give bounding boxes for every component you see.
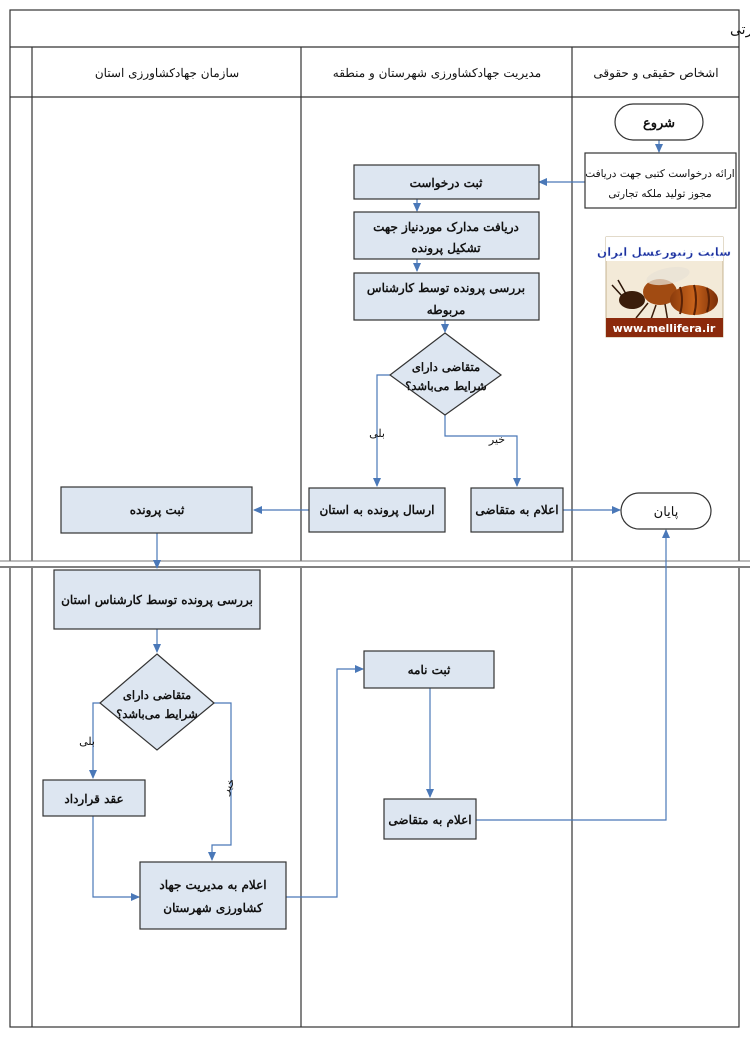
node-registration-label: ثبت نامه — [408, 663, 451, 677]
edge-decision2-no — [208, 702, 232, 861]
page-frame — [9, 9, 740, 1028]
edge-decision2-yes — [89, 702, 100, 779]
node-start-label: شروع — [643, 116, 675, 131]
node-review-province-label: بررسی پرونده توسط کارشناس استان — [61, 593, 253, 608]
node-review-expert: بررسی پرونده توسط کارشناس مربوطه — [353, 272, 540, 321]
node-registration: ثبت نامه — [363, 650, 495, 689]
edge-decision-no — [444, 414, 521, 487]
node-end: پایان — [620, 492, 712, 530]
logo-url: www.mellifera.ir — [613, 322, 716, 335]
node-notify-applicant-1: اعلام به متقاضی — [470, 487, 564, 533]
edge-label-yes-1: بلی — [369, 427, 385, 440]
edge-notify2-end — [476, 529, 670, 821]
node-review-expert-line2: مربوطه — [427, 303, 466, 318]
node-register-request-label: ثبت درخواست — [410, 176, 484, 191]
node-notify-county-line2: کشاورزی شهرستان — [163, 901, 263, 916]
node-request-line1: ارائه درخواست کتبی جهت دریافت — [585, 168, 735, 180]
node-register-request: ثبت درخواست — [353, 164, 540, 200]
node-send-province: ارسال پرونده به استان — [308, 487, 446, 533]
node-review-expert-line1: بررسی پرونده توسط کارشناس — [367, 281, 525, 296]
lane-header-province: سازمان جهادکشاورزی استان — [95, 66, 239, 80]
edge-label-no-1: خیر — [488, 433, 505, 446]
logo-mellifera: سایت زنبورعسل ایران www.mellifera.ir — [597, 236, 731, 338]
node-decision-province-line1: متقاضی دارای — [123, 688, 191, 703]
node-decision-county-line1: متقاضی دارای — [412, 360, 480, 375]
edge-notify-registration — [286, 665, 364, 898]
node-decision-province-line2: شرایط می‌باشد؟ — [116, 707, 198, 722]
bee-icon — [611, 266, 718, 323]
node-receive-docs-line1: دریافت مدارک موردنیاز جهت — [373, 220, 519, 235]
node-register-file-label: ثبت پرونده — [130, 503, 185, 518]
diagram-title: راهنمای صدور مجوز پرورش و تولید ملکه تجا… — [730, 22, 750, 38]
edge-decision-yes — [373, 374, 390, 487]
node-receive-docs: دریافت مدارک موردنیاز جهت تشکیل پرونده — [353, 211, 540, 260]
lane-header-county: مدیریت جهادکشاورزی شهرستان و منطقه — [333, 66, 541, 80]
node-send-province-label: ارسال پرونده به استان — [319, 503, 434, 518]
edge-label-no-2: خیر — [218, 776, 238, 797]
node-register-file: ثبت پرونده — [60, 486, 253, 534]
node-contract: عقد قرارداد — [42, 779, 146, 817]
node-receive-docs-line2: تشکیل پرونده — [411, 241, 481, 256]
node-start: شروع — [614, 103, 704, 141]
page-break-gap — [0, 561, 750, 568]
node-decision-province: متقاضی دارای شرایط می‌باشد؟ — [99, 653, 215, 751]
logo-title: سایت زنبورعسل ایران — [597, 245, 731, 260]
node-decision-county-line2: شرایط می‌باشد؟ — [405, 379, 487, 394]
edge-contract-notify — [92, 816, 140, 901]
node-notify-county-line1: اعلام به مدیریت جهاد — [159, 878, 266, 893]
node-contract-label: عقد قرارداد — [64, 792, 123, 807]
edge-label-yes-2: بلی — [79, 735, 95, 748]
node-notify-county: اعلام به مدیریت جهاد کشاورزی شهرستان — [139, 861, 287, 930]
connectors — [89, 140, 670, 901]
node-request: ارائه درخواست کتبی جهت دریافت مجوز تولید… — [584, 152, 737, 209]
node-request-line2: مجوز تولید ملکه تجارتی — [608, 188, 712, 200]
node-notify-applicant-2: اعلام به متقاضی — [383, 798, 477, 840]
node-review-province: بررسی پرونده توسط کارشناس استان — [53, 569, 261, 630]
node-notify-applicant-1-label: اعلام به متقاضی — [475, 503, 558, 518]
node-notify-applicant-2-label: اعلام به متقاضی — [388, 813, 471, 828]
lane-header-applicants: اشخاص حقیقی و حقوقی — [593, 66, 718, 80]
node-end-label: پایان — [654, 505, 679, 520]
node-decision-county: متقاضی دارای شرایط می‌باشد؟ — [388, 332, 503, 416]
